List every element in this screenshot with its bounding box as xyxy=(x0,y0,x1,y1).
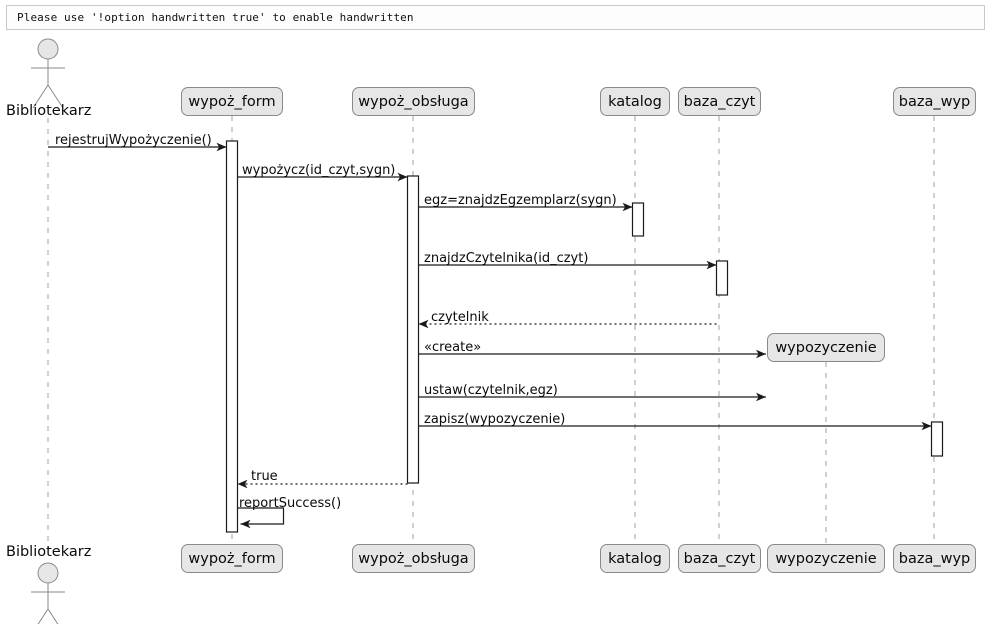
participant-head-baza-czyt[interactable]: baza_czyt xyxy=(678,87,761,116)
participant-head-katalog[interactable]: katalog xyxy=(600,87,670,116)
participant-label: wypozyczenie xyxy=(775,339,877,356)
actor-figure xyxy=(31,562,65,624)
participant-head-wypoz-form[interactable]: wypoż_form xyxy=(181,87,283,116)
activation-bar xyxy=(406,175,420,484)
message-label-m8: zapisz(wypozyczenie) xyxy=(424,412,566,427)
participant-foot-wypoz-obsluga[interactable]: wypoż_obsługa xyxy=(352,544,475,573)
participant-label: wypoż_obsługa xyxy=(358,93,469,110)
activation-bar xyxy=(715,260,729,296)
participant-label: wypoż_obsługa xyxy=(358,550,469,567)
message-label-m7: ustaw(czytelnik,egz) xyxy=(424,383,558,398)
activation-bar xyxy=(631,202,645,237)
participant-created-wypozyczenie[interactable]: wypozyczenie xyxy=(767,333,885,362)
message-label-m3: egz=znajdzEgzemplarz(sygn) xyxy=(424,193,617,208)
message-label-m2: wypożycz(id_czyt,sygn) xyxy=(242,163,396,178)
participant-label: wypoż_form xyxy=(188,93,276,110)
message-label-m1: rejestrujWypożyczenie() xyxy=(55,133,212,148)
participant-label: wypoż_form xyxy=(188,550,276,567)
participant-head-wypoz-obsluga[interactable]: wypoż_obsługa xyxy=(352,87,475,116)
participant-label: wypozyczenie xyxy=(775,550,877,567)
message-label-m4: znajdzCzytelnika(id_czyt) xyxy=(424,251,589,266)
participant-foot-wypoz-form[interactable]: wypoż_form xyxy=(181,544,283,573)
participant-foot-katalog[interactable]: katalog xyxy=(600,544,670,573)
participant-label: baza_czyt xyxy=(683,550,756,567)
participant-label: baza_wyp xyxy=(898,93,971,110)
participant-foot-baza-wyp[interactable]: baza_wyp xyxy=(893,544,976,573)
participant-head-baza-wyp[interactable]: baza_wyp xyxy=(893,87,976,116)
participant-label: katalog xyxy=(608,93,662,110)
message-label-m5: czytelnik xyxy=(431,310,489,325)
message-arrow-m10 xyxy=(237,507,285,529)
message-label-m9: true xyxy=(251,469,278,484)
activation-bar xyxy=(225,140,239,533)
actor-label-bottom: Bibliotekarz xyxy=(6,544,92,560)
message-label-m10: reportSuccess() xyxy=(239,496,342,511)
participant-foot-wypozyczenie[interactable]: wypozyczenie xyxy=(767,544,885,573)
handwritten-warning-banner: Please use '!option handwritten true' to… xyxy=(6,5,985,30)
activation-bar xyxy=(930,421,944,457)
participant-label: baza_wyp xyxy=(898,550,971,567)
actor-figure xyxy=(31,38,65,109)
handwritten-warning-text: Please use '!option handwritten true' to… xyxy=(17,11,414,24)
actor-label-top: Bibliotekarz xyxy=(6,103,92,119)
message-label-m6: «create» xyxy=(424,340,482,355)
participant-label: baza_czyt xyxy=(683,93,756,110)
participant-foot-baza-czyt[interactable]: baza_czyt xyxy=(678,544,761,573)
participant-label: katalog xyxy=(608,550,662,567)
